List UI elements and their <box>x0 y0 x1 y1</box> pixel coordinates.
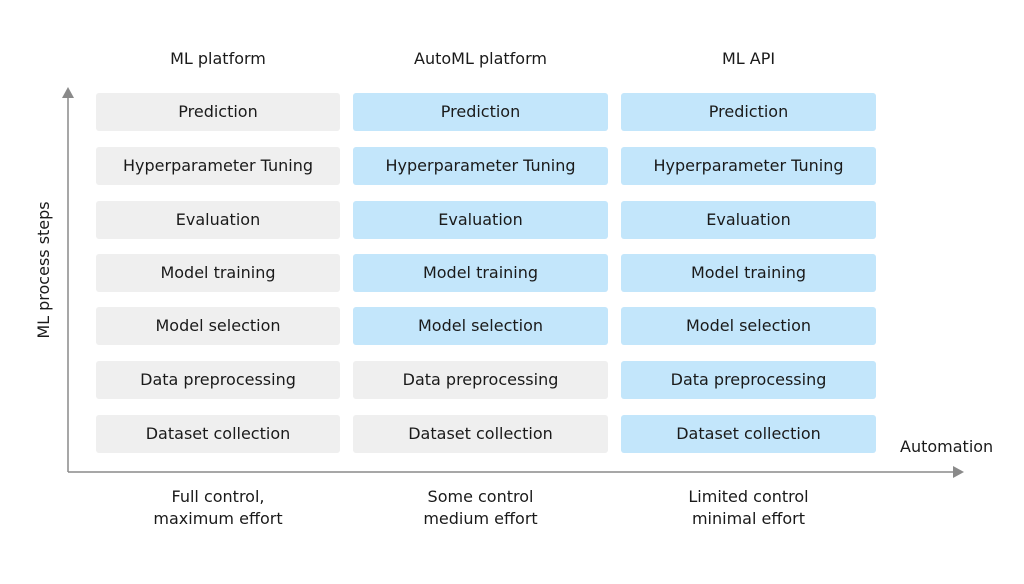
step-dataset-collection: Dataset collection <box>96 415 340 453</box>
column-footer-ml-platform: Full control, maximum effort <box>96 486 340 530</box>
footer-line: maximum effort <box>153 509 283 528</box>
footer-line: Limited control <box>688 487 809 506</box>
step-evaluation: Evaluation <box>621 201 876 239</box>
step-model-training: Model training <box>621 254 876 292</box>
step-evaluation: Evaluation <box>353 201 608 239</box>
column-footer-ml-api: Limited control minimal effort <box>621 486 876 530</box>
step-evaluation: Evaluation <box>96 201 340 239</box>
step-data-preprocessing: Data preprocessing <box>353 361 608 399</box>
step-data-preprocessing: Data preprocessing <box>621 361 876 399</box>
step-model-selection: Model selection <box>96 307 340 345</box>
step-prediction: Prediction <box>353 93 608 131</box>
column-footer-automl-platform: Some control medium effort <box>353 486 608 530</box>
x-axis-arrow-icon <box>953 466 964 478</box>
x-axis-label: Automation <box>900 437 994 456</box>
footer-line: medium effort <box>423 509 538 528</box>
column-title-automl-platform: AutoML platform <box>414 49 547 68</box>
step-prediction: Prediction <box>96 93 340 131</box>
y-axis-label: ML process steps <box>34 201 53 339</box>
y-axis-arrow-icon <box>62 87 74 98</box>
step-model-selection: Model selection <box>621 307 876 345</box>
step-hyperparameter-tuning: Hyperparameter Tuning <box>353 147 608 185</box>
step-dataset-collection: Dataset collection <box>621 415 876 453</box>
step-model-training: Model training <box>353 254 608 292</box>
column-title-ml-platform: ML platform <box>170 49 266 68</box>
step-dataset-collection: Dataset collection <box>353 415 608 453</box>
step-model-training: Model training <box>96 254 340 292</box>
step-hyperparameter-tuning: Hyperparameter Tuning <box>96 147 340 185</box>
step-model-selection: Model selection <box>353 307 608 345</box>
footer-line: Some control <box>427 487 534 506</box>
step-prediction: Prediction <box>621 93 876 131</box>
step-hyperparameter-tuning: Hyperparameter Tuning <box>621 147 876 185</box>
column-title-ml-api: ML API <box>721 49 776 68</box>
step-data-preprocessing: Data preprocessing <box>96 361 340 399</box>
footer-line: Full control, <box>171 487 265 506</box>
footer-line: minimal effort <box>691 509 806 528</box>
